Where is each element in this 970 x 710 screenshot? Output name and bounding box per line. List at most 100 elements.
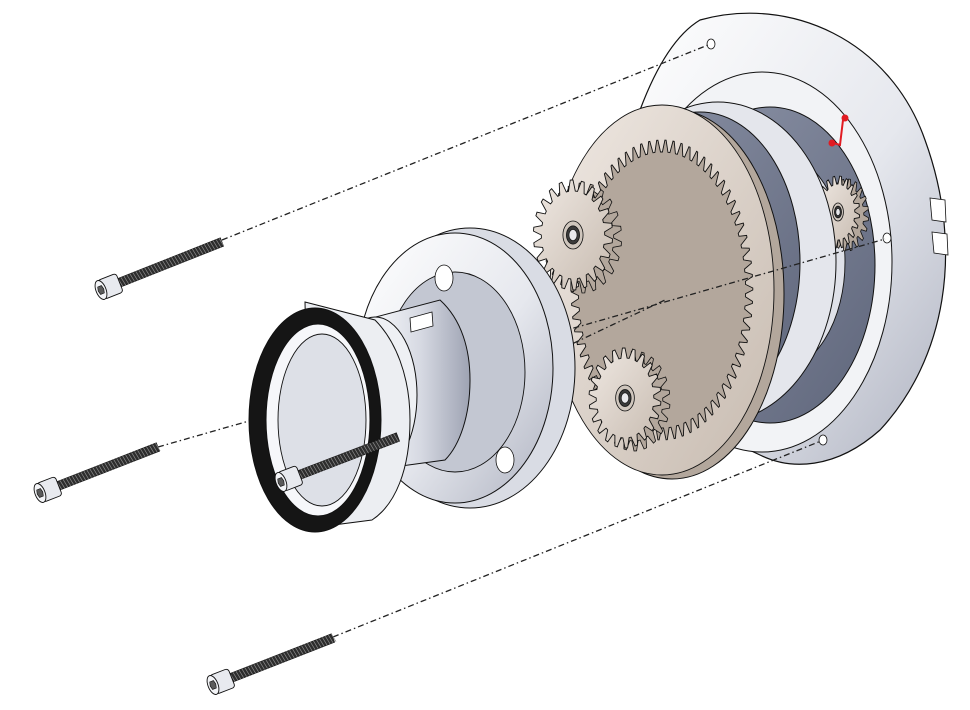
thread-line [123,275,129,285]
thread-line [165,259,171,268]
thread-line [300,469,307,478]
cap-screw-2[interactable] [32,437,162,504]
housing-notch [929,197,947,223]
thread-line [295,647,301,656]
thread-line [171,257,177,266]
thread-line [378,439,384,448]
thread-line [110,460,116,469]
thread-line [375,440,381,449]
thread-line [68,476,74,485]
thread-line [119,456,125,466]
thread-line [298,646,304,655]
thread-line [131,452,137,461]
thread-line [212,240,219,249]
thread-line [180,253,186,262]
thread-line [186,251,192,260]
thread-line [137,449,143,459]
cap-screw-3[interactable] [273,428,402,493]
thread-line [174,255,180,264]
thread-line [59,480,66,489]
explode-line [221,44,709,241]
thread-line [310,641,316,650]
thread-line [141,268,147,277]
thread-line [159,261,165,270]
thread-line [177,254,183,263]
thread-line [289,649,295,659]
thread-line [321,461,327,470]
thread-line [265,659,271,668]
triad-marker [828,114,849,147]
thread-line [241,668,247,677]
thread-line [71,475,77,484]
thread-line [143,447,149,456]
thread-line [280,653,286,662]
thread-line [363,445,369,454]
thread-line [366,444,372,453]
thread-line [303,468,310,477]
thread-line [144,267,150,276]
hub-keyway [409,311,434,333]
housing-notch [931,231,949,256]
thread-line [194,247,201,256]
thread-line [203,244,210,253]
hex-socket-icon [97,285,105,295]
bolt-hole [818,434,828,446]
thread-line [262,660,268,669]
hex-socket-icon [36,488,44,498]
thread-line [134,451,140,460]
thread-line [189,249,195,259]
planet-gear-lower[interactable] [588,347,671,452]
thread-line [74,474,80,483]
thread-line [372,441,378,450]
gear-bore-inner [568,229,578,241]
thread-line [155,443,161,452]
thread-line [259,661,265,670]
thread-line [277,654,283,663]
thread-line [324,460,330,469]
gear-bore-inner [835,208,841,216]
thread-line [330,457,336,466]
thread-line [83,470,89,480]
thread-line [80,472,86,481]
thread-line [274,655,280,664]
thread-line [101,463,107,473]
thread-line [369,442,375,452]
thread-line [307,642,313,652]
hub-flange-hole [495,446,515,474]
thread-line [360,446,366,455]
thread-line [268,658,274,667]
thread-line [384,437,390,446]
thread-line [244,667,250,676]
thread-line [209,241,216,250]
thread-line [218,238,225,247]
hub-flange-hole [434,264,454,292]
thread-line [330,633,337,642]
thread-line [122,455,128,464]
thread-line [238,669,244,678]
thread-line [153,264,159,273]
thread-line [301,645,307,654]
thread-line [77,473,83,482]
thread-line [345,452,351,461]
thread-line [98,465,104,474]
planet-gear-upper[interactable] [533,179,622,294]
cap-screw-4[interactable] [205,628,338,696]
hex-socket-icon [277,477,285,487]
thread-line [283,652,289,661]
thread-line [89,468,95,477]
thread-line [232,672,239,681]
thread-line [126,274,132,283]
ball-bearing[interactable] [248,301,411,533]
thread-line [215,239,222,248]
thread-line [312,464,319,473]
thread-line [128,453,134,462]
thread-line [292,648,298,657]
thread-line [325,635,331,645]
thread-line [140,448,146,457]
thread-line [200,245,207,254]
thread-line [168,258,174,267]
cap-screw-1[interactable] [93,233,226,302]
thread-line [152,444,158,453]
thread-line [315,463,321,472]
